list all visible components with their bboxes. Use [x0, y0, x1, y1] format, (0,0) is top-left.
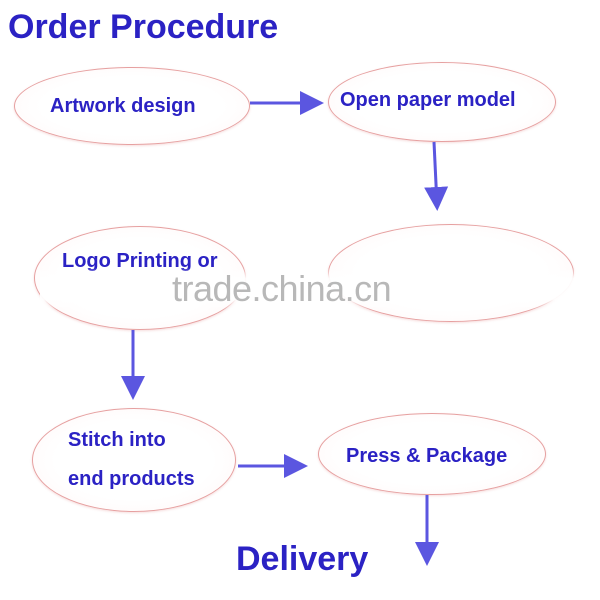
node-open-paper-model-label: Open paper model [340, 89, 516, 111]
watermark-band [40, 268, 580, 310]
arrow-open-paper-down [424, 141, 449, 211]
diagram-title: Order Procedure [8, 8, 279, 46]
node-stitch-products-label-2: end products [68, 468, 195, 490]
node-stitch-products [32, 408, 236, 512]
watermark-text: trade.china.cn [172, 268, 392, 309]
delivery-label: Delivery [236, 540, 369, 578]
node-open-paper-model [328, 62, 556, 142]
node-stitch-products-label-1: Stitch into [68, 429, 166, 451]
node-artwork-design [14, 67, 250, 145]
node-artwork-design-label: Artwork design [50, 95, 196, 117]
node-logo-printing-label: Logo Printing or [62, 250, 218, 272]
node-press-package-label: Press & Package [346, 445, 508, 467]
node-press-package [318, 413, 546, 495]
